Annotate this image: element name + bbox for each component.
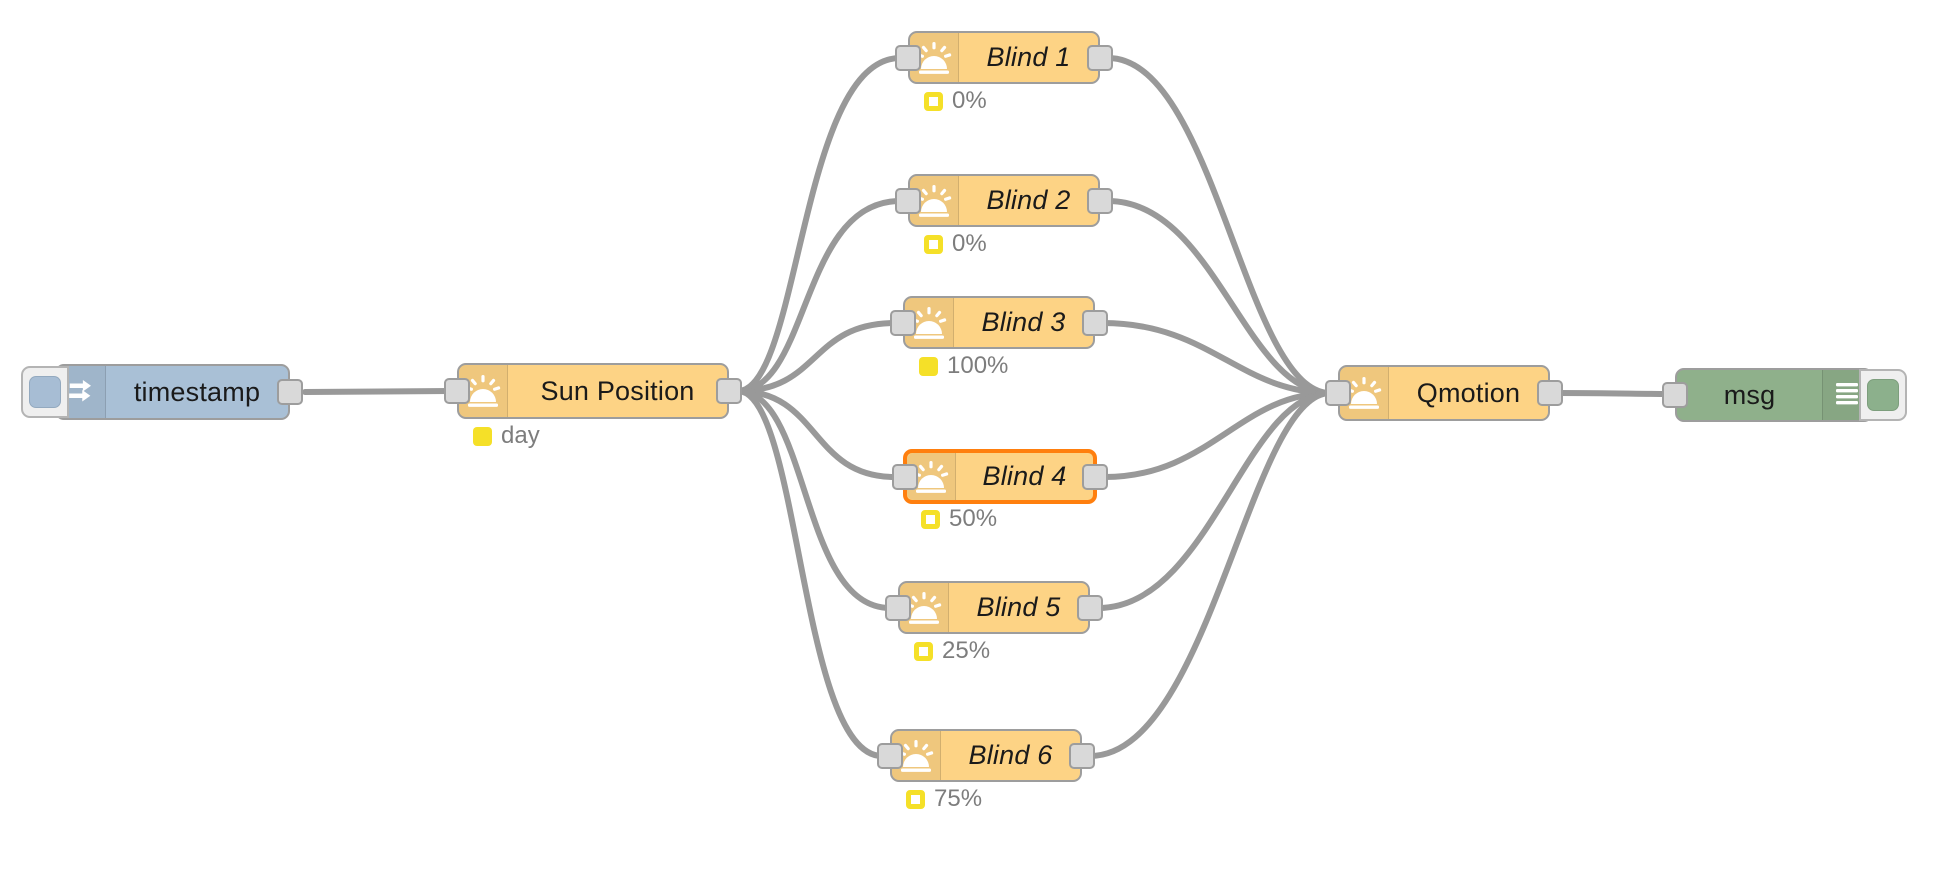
qmotion-output-port[interactable] (1537, 380, 1563, 406)
node-blind-3-label: Blind 3 (981, 307, 1066, 337)
blind-6-input-port[interactable] (877, 742, 903, 769)
node-inject-timestamp[interactable]: timestamp (21, 364, 303, 420)
node-blind-5[interactable]: Blind 5 25% (885, 581, 1103, 664)
sun-position-status-text: day (501, 422, 540, 449)
wire-sun-to-blind1[interactable] (735, 55, 903, 394)
blind-3-input-port[interactable] (890, 309, 916, 336)
blind-2-output-port[interactable] (1087, 187, 1113, 214)
debug-toggle-button[interactable] (1859, 369, 1907, 421)
node-debug-msg[interactable]: msg (1662, 368, 1907, 422)
blind-4-status-text: 50% (949, 505, 998, 532)
blind-5-output-port[interactable] (1077, 594, 1103, 621)
blind-6-output-port[interactable] (1069, 742, 1095, 769)
node-blind-3[interactable]: Blind 3 100% (890, 296, 1108, 379)
blind-1-status: 0% (924, 87, 987, 115)
debug-input-port[interactable] (1662, 382, 1688, 408)
wire-blind1-to-qmotion[interactable] (1105, 55, 1333, 396)
wire-sun-to-blind4[interactable] (735, 388, 898, 480)
wire-sun-to-blind5[interactable] (735, 388, 893, 611)
blind-3-status-text: 100% (947, 352, 1009, 379)
blind-5-status: 25% (914, 637, 990, 665)
blind-2-status-text: 0% (952, 230, 987, 257)
blind-4-status: 50% (921, 505, 997, 533)
node-debug-label: msg (1723, 379, 1776, 410)
blind-2-input-port[interactable] (895, 187, 921, 214)
sun-position-output-port[interactable] (716, 378, 742, 404)
sun-position-status: day (473, 422, 540, 450)
node-blind-6[interactable]: Blind 6 75% (877, 729, 1095, 812)
node-blind-5-label: Blind 5 (976, 592, 1061, 622)
node-qmotion[interactable]: Qmotion (1325, 365, 1563, 421)
node-blind-4-label: Blind 4 (982, 461, 1067, 491)
blind-6-status-text: 75% (934, 785, 983, 812)
blind-2-status: 0% (924, 230, 987, 258)
wire-blind5-to-qmotion[interactable] (1095, 390, 1333, 611)
inject-output-port[interactable] (277, 379, 303, 405)
blind-3-output-port[interactable] (1082, 309, 1108, 336)
node-sun-position[interactable]: Sun Position day (444, 363, 742, 449)
blind-4-input-port[interactable] (892, 463, 918, 490)
blind-5-input-port[interactable] (885, 594, 911, 621)
wire-inject-to-sun[interactable] (302, 388, 453, 395)
wire-blind2-to-qmotion[interactable] (1105, 198, 1333, 396)
blind-1-input-port[interactable] (895, 44, 921, 71)
wire-blind3-to-qmotion[interactable] (1100, 320, 1333, 396)
sun-icon (459, 365, 508, 417)
node-inject-label: timestamp (133, 376, 261, 407)
node-qmotion-label: Qmotion (1416, 377, 1521, 408)
blind-4-output-port[interactable] (1082, 463, 1108, 490)
debug-toggle-button-inner (1867, 379, 1899, 411)
sun-icon (905, 298, 954, 347)
wire-blind6-to-qmotion[interactable] (1087, 390, 1333, 759)
blind-3-status: 100% (919, 352, 1008, 380)
wire-sun-to-blind6[interactable] (735, 388, 885, 759)
qmotion-input-port[interactable] (1325, 380, 1351, 406)
status-dot-icon (473, 426, 492, 446)
node-blind-2[interactable]: Blind 2 0% (895, 174, 1113, 257)
sun-icon (907, 453, 956, 500)
wire-blind4-to-qmotion[interactable] (1102, 390, 1333, 480)
blind-1-output-port[interactable] (1087, 44, 1113, 71)
wire-sun-to-blind3[interactable] (735, 320, 898, 394)
status-dot-icon (921, 509, 940, 529)
sun-icon (910, 176, 959, 225)
blind-1-status-text: 0% (952, 87, 987, 114)
inject-trigger-button-inner (29, 376, 61, 408)
status-dot-icon (919, 356, 938, 376)
status-dot-icon (906, 789, 925, 809)
inject-trigger-button[interactable] (21, 366, 69, 418)
node-sun-position-label: Sun Position (540, 375, 695, 406)
status-dot-icon (924, 91, 943, 111)
node-blind-2-label: Blind 2 (986, 185, 1071, 215)
wire-sun-to-blind2[interactable] (735, 198, 903, 394)
status-dot-icon (924, 234, 943, 254)
blind-5-status-text: 25% (942, 637, 991, 664)
node-blind-1[interactable]: Blind 1 0% (895, 31, 1113, 114)
sun-position-input-port[interactable] (444, 378, 470, 404)
node-blind-6-label: Blind 6 (968, 740, 1053, 770)
status-dot-icon (914, 641, 933, 661)
sun-icon (900, 583, 949, 632)
node-blind-1-label: Blind 1 (986, 42, 1071, 72)
node-blind-4[interactable]: Blind 4 50% (892, 449, 1108, 532)
blind-6-status: 75% (906, 785, 982, 813)
wire-qmotion-to-debug[interactable] (1555, 390, 1671, 397)
